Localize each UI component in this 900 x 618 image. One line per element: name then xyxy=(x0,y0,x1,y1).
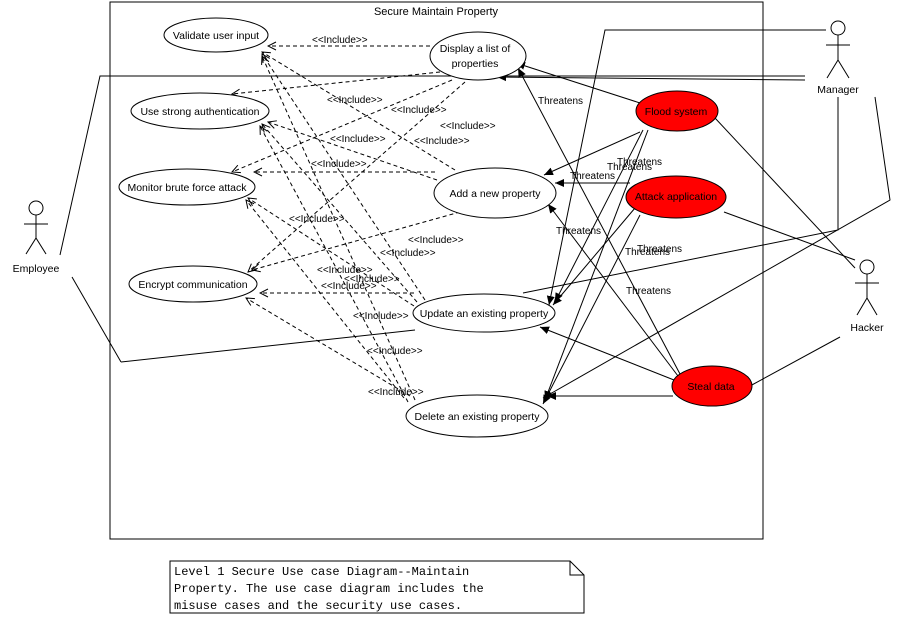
misuse-case-flood: Flood system xyxy=(635,90,719,132)
uc-label: Use strong authentication xyxy=(140,106,259,118)
include-label: <<Include>> xyxy=(344,274,400,285)
include-label: <<Include>> xyxy=(440,121,496,132)
inc-display-monitor xyxy=(232,79,453,172)
include-label: <<Include>> xyxy=(330,134,386,145)
inc-display-auth xyxy=(232,71,441,94)
threat-flood-update xyxy=(554,129,644,303)
inc-add-auth xyxy=(268,122,438,181)
include-label: <<Include>> xyxy=(353,311,409,322)
threat-flood-add xyxy=(543,131,641,176)
security-use-case-strong-auth: Use strong authentication xyxy=(130,92,270,130)
uc-label: Add a new property xyxy=(449,188,541,200)
threatens-label: Threatens xyxy=(626,286,671,297)
include-label: <<Include>> xyxy=(317,265,373,276)
include-label: <<Include>> xyxy=(368,387,424,398)
actor-employee-label: Employee xyxy=(13,263,60,275)
uc-label: Flood system xyxy=(645,106,708,118)
uc-label: Display a list of xyxy=(440,43,511,55)
assoc-employee-display xyxy=(59,75,805,256)
inc-delete-monitor xyxy=(246,200,405,399)
system-boundary xyxy=(109,1,764,540)
use-case-display-list: Display a list of properties xyxy=(429,31,527,81)
threatens-label: Threatens xyxy=(556,226,601,237)
assoc-employee-update xyxy=(71,276,122,363)
note-line: Property. The use case diagram includes … xyxy=(174,582,484,596)
security-use-case-validate: Validate user input xyxy=(163,17,269,53)
actor-hacker-label: Hacker xyxy=(850,322,884,334)
inc-delete-encrypt xyxy=(246,298,411,397)
include-label: <<Include>> xyxy=(327,95,383,106)
assoc-manager-add xyxy=(546,29,826,306)
threatens-label: Threatens xyxy=(625,247,670,258)
inc-display-encrypt xyxy=(248,81,466,272)
assoc-hacker-attack xyxy=(723,211,856,261)
uc-label: Encrypt communication xyxy=(138,279,247,291)
inc-add-validate xyxy=(262,52,456,171)
actor-employee-icon xyxy=(24,200,48,255)
security-use-case-monitor: Monitor brute force attack xyxy=(118,168,256,206)
use-case-update-property: Update an existing property xyxy=(412,293,556,333)
uc-label: Update an existing property xyxy=(420,308,549,320)
assoc-manager-delete xyxy=(542,96,891,399)
include-lines xyxy=(232,46,466,403)
threatens-label: Threatens xyxy=(570,171,615,182)
actor-manager-icon xyxy=(826,20,850,79)
use-case-add-property: Add a new property xyxy=(433,167,557,219)
uc-label: Steal data xyxy=(687,381,734,393)
inc-update-validate xyxy=(262,54,426,301)
include-label: <<Include>> xyxy=(321,281,377,292)
misuse-case-attack: Attack application xyxy=(625,175,727,219)
threat-flood-display xyxy=(515,61,641,104)
threat-steal-update xyxy=(539,326,675,381)
include-label: <<Include>> xyxy=(311,159,367,170)
threatens-label: Threatens xyxy=(538,96,583,107)
use-case-delete-property: Delete an existing property xyxy=(405,394,549,438)
threatens-lines xyxy=(515,61,681,405)
threatens-label: Threatens xyxy=(637,244,682,255)
inc-update-auth xyxy=(262,124,418,303)
inc-delete-auth xyxy=(260,126,409,403)
assoc-employee-update-2 xyxy=(120,329,416,363)
threat-flood-delete xyxy=(544,129,649,401)
assoc-hacker-flood xyxy=(714,117,856,269)
uc-label: Validate user input xyxy=(173,30,259,42)
system-title: Secure Maintain Property xyxy=(374,6,499,18)
include-label: <<Include>> xyxy=(367,346,423,357)
include-label: <<Include>> xyxy=(289,214,345,225)
inc-add-encrypt xyxy=(252,211,461,270)
actor-manager-label: Manager xyxy=(817,84,859,96)
threat-steal-display xyxy=(517,67,681,375)
threatens-label: Threatens xyxy=(607,162,652,173)
misuse-case-steal: Steal data xyxy=(671,365,753,407)
uc-label: Monitor brute force attack xyxy=(127,182,247,194)
note-line: misuse cases and the security use cases. xyxy=(174,599,462,613)
threat-attack-update xyxy=(552,207,636,306)
include-label: <<Include>> xyxy=(380,248,436,259)
threatens-label: Threatens xyxy=(617,157,662,168)
actor-hacker-icon xyxy=(855,259,879,316)
include-label: <<Include>> xyxy=(391,105,447,116)
include-label: <<Include>> xyxy=(414,136,470,147)
inc-update-monitor xyxy=(248,198,415,307)
include-label: <<Include>> xyxy=(312,35,368,46)
threat-attack-delete xyxy=(542,214,641,405)
uc-label: properties xyxy=(452,58,499,70)
uc-label: Delete an existing property xyxy=(415,411,541,423)
uc-label: Attack application xyxy=(635,191,717,203)
associations xyxy=(59,29,891,399)
assoc-manager-display-arrow xyxy=(496,73,806,82)
security-use-case-encrypt: Encrypt communication xyxy=(128,265,258,303)
threatens-labels: Threatens Threatens Threatens Threatens … xyxy=(538,96,682,297)
include-labels: <<Include>> <<Include>> <<Include>> <<In… xyxy=(289,35,496,398)
assoc-hacker-steal xyxy=(749,336,841,387)
threat-steal-add xyxy=(547,203,679,377)
include-label: <<Include>> xyxy=(408,235,464,246)
note-line: Level 1 Secure Use case Diagram--Maintai… xyxy=(174,565,469,579)
diagram-note: Level 1 Secure Use case Diagram--Maintai… xyxy=(169,560,585,614)
